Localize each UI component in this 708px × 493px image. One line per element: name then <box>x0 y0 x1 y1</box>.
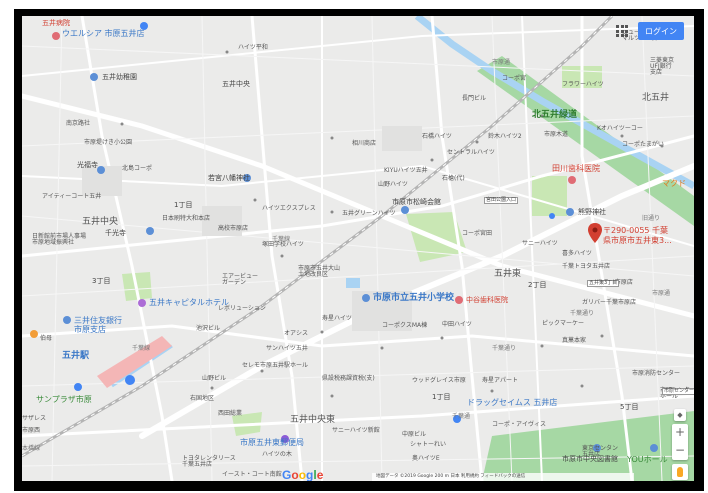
zoom-in-button[interactable]: + <box>674 425 686 439</box>
login-button[interactable]: ログイン <box>638 22 684 40</box>
label-shrine[interactable]: 熊野神社 <box>578 208 606 216</box>
label-kindergarten[interactable]: 五井幼稚園 <box>102 73 137 81</box>
label-you-hall[interactable]: YOUホール <box>627 455 668 464</box>
label-library[interactable]: 市原市中央図書館 <box>562 455 618 463</box>
poi-shrine-icon <box>243 174 251 182</box>
label-drugstore[interactable]: ドラッグセイムス 五井店 <box>467 398 558 407</box>
label-post[interactable]: 市原五井東郵便局 <box>240 438 304 447</box>
pegman-icon[interactable] <box>672 464 688 480</box>
poi-hospital-icon <box>568 176 576 184</box>
label-chome2: 2丁目 <box>528 281 547 289</box>
label-senkouji[interactable]: 千光寺 <box>105 229 126 237</box>
label-greenway[interactable]: 北五井緑道 <box>532 110 578 120</box>
poi-school-icon <box>90 73 98 81</box>
pond <box>346 278 360 288</box>
label-kitagoi: 北五井 <box>642 93 670 103</box>
map-canvas[interactable]: 五井病院 ウエルシア 市原五井店 五井幼稚園 五井中央 千光寺 若宮八幡神社 市… <box>22 16 694 481</box>
label-wakamiya[interactable]: 若宮八幡神社 <box>208 174 250 182</box>
poi-temple-icon <box>146 227 154 235</box>
zoom-out-button[interactable]: − <box>674 443 686 457</box>
poi-hospital-icon <box>52 32 60 40</box>
label-nakagoi-dental[interactable]: 中谷歯科医院 <box>466 296 508 304</box>
poi-post-icon <box>281 435 289 443</box>
park-area <box>482 411 694 481</box>
poi-hotel-icon <box>138 299 146 307</box>
poi-shop-icon <box>140 22 148 30</box>
label-goi-east: 五井東 <box>494 269 522 279</box>
poi-hall-icon <box>401 206 409 214</box>
label-chome5: 5丁目 <box>620 403 639 411</box>
label-hospital[interactable]: 五井病院 <box>42 19 70 27</box>
poi-bank-icon <box>63 316 71 324</box>
label-dental[interactable]: 田川歯科医院 <box>552 164 600 173</box>
poi-library-icon <box>593 444 601 452</box>
marker-address[interactable]: 〒290-0055 千葉 県市原市五井東3... <box>603 226 672 245</box>
poi-hospital-icon <box>455 296 463 304</box>
apps-grid-icon[interactable] <box>616 25 628 37</box>
label-mcdonald[interactable]: マクド <box>662 179 686 188</box>
road <box>80 16 174 481</box>
red-pin-icon[interactable] <box>588 223 602 243</box>
river <box>111 344 173 388</box>
label-hotel[interactable]: 五井キャピタルホテル <box>149 298 229 307</box>
label-chome1b: 1丁目 <box>432 393 451 401</box>
label-chome3: 3丁目 <box>92 277 111 285</box>
label-route: 千葉線 <box>272 236 291 243</box>
poi-mall-icon <box>74 383 82 391</box>
compass-icon[interactable]: ◆ <box>674 409 686 421</box>
road <box>521 16 543 481</box>
railway <box>22 16 613 457</box>
road <box>250 16 304 481</box>
zoom-control: + − <box>672 424 688 460</box>
poi-shrine-icon <box>566 208 574 216</box>
label-bank[interactable]: 三井住友銀行 市原支店 <box>74 316 122 334</box>
label-goi-central-east: 五井中央東 <box>290 415 336 425</box>
label-hall[interactable]: 市原市松崎会館 <box>392 198 441 206</box>
label-welcia[interactable]: ウエルシア 市原五井店 <box>62 29 145 38</box>
poi-food-icon <box>30 330 38 338</box>
poi-layer <box>30 22 664 452</box>
label-goi-central: 五井中央 <box>82 217 119 227</box>
label-chome1: 1丁目 <box>174 201 193 209</box>
label-station[interactable]: 五井駅 <box>62 351 90 361</box>
poi-school-icon <box>362 294 370 302</box>
poi-hall-icon <box>650 444 658 452</box>
label-sunplaza[interactable]: サンプラザ市原 <box>36 395 92 404</box>
map-footer[interactable]: 地図データ ©2019 Google 200 m 日本 利用規約 フィードバック… <box>372 473 634 481</box>
poi-shrine-icon <box>97 166 105 174</box>
map-geometry <box>22 16 694 481</box>
road <box>139 163 694 439</box>
label-goi-mid: 五井中央 <box>222 80 250 88</box>
map-frame: 五井病院 ウエルシア 市原五井店 五井幼稚園 五井中央 千光寺 若宮八幡神社 市… <box>14 9 704 491</box>
road <box>580 16 634 481</box>
label-elementary[interactable]: 市原市立五井小学校 <box>373 293 455 303</box>
label-kofukuji[interactable]: 光福寺 <box>77 161 98 169</box>
poi-shop-icon <box>453 415 461 423</box>
poi-shop-icon <box>549 213 555 219</box>
poi-station-icon <box>125 375 135 385</box>
google-logo: Google <box>282 468 324 481</box>
station-area <box>97 336 172 388</box>
